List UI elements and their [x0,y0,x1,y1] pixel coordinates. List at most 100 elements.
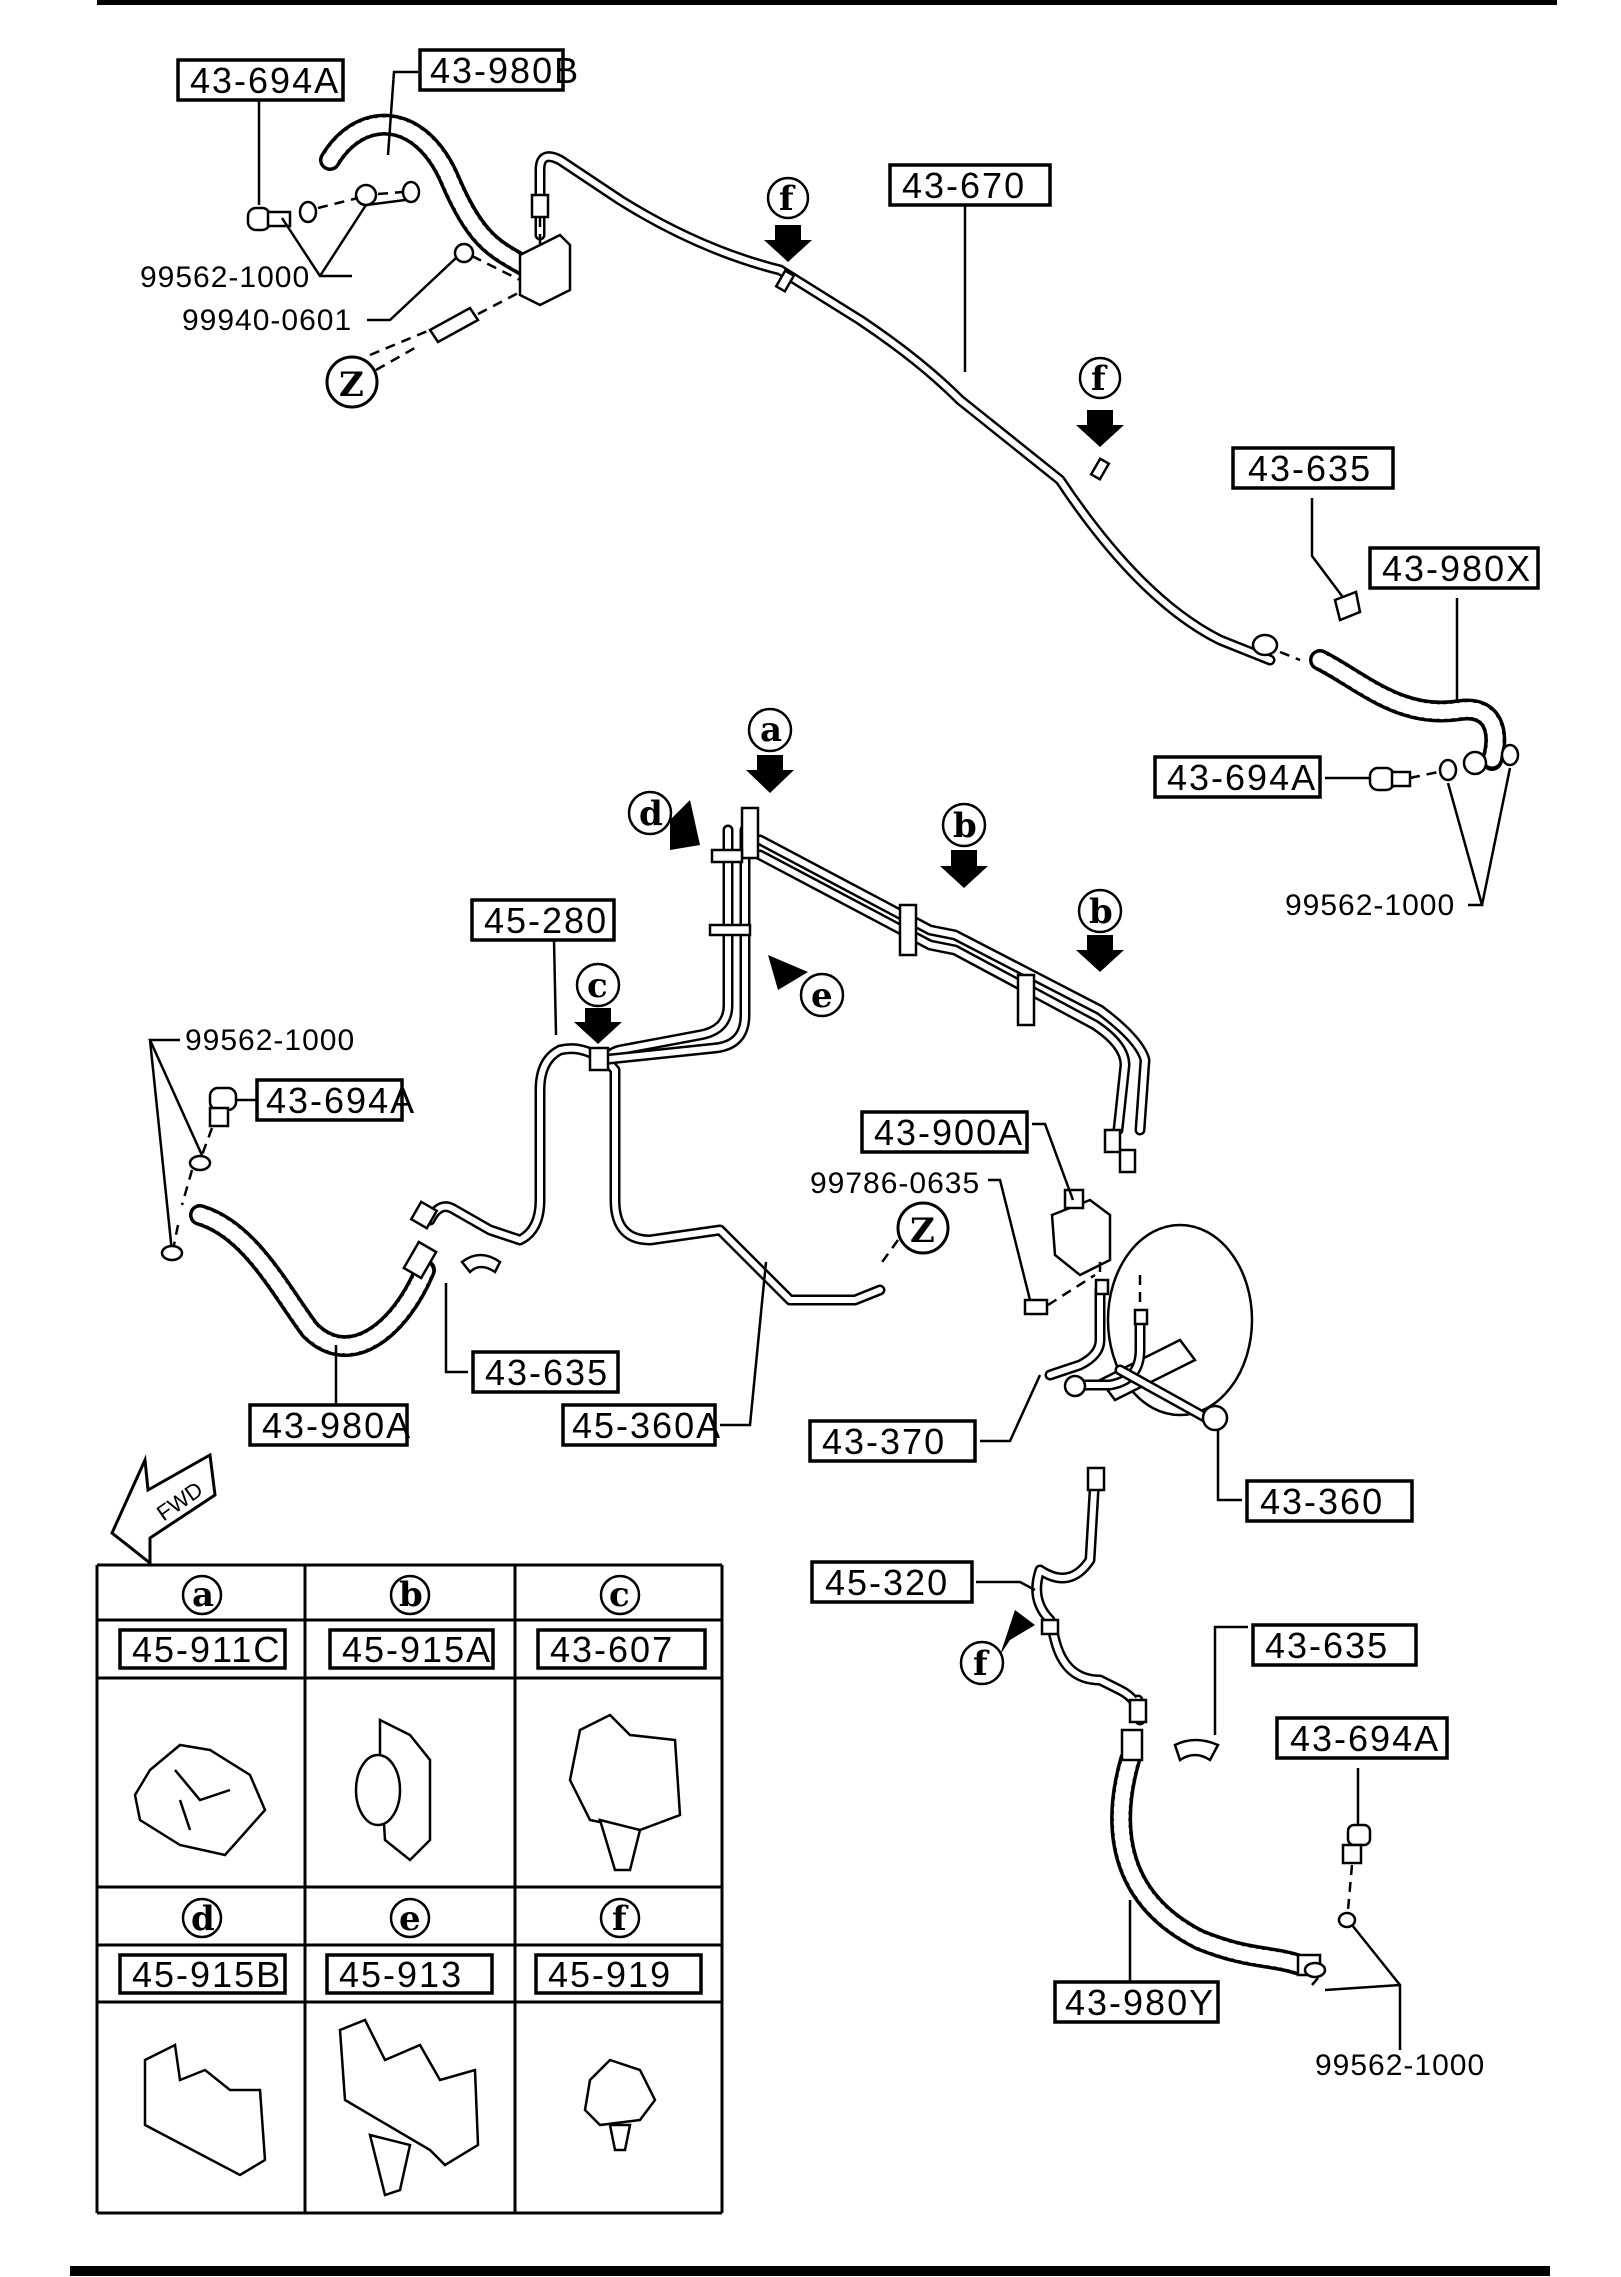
banjo-bolt-icon [1346,1823,1372,1847]
svg-text:a: a [760,710,782,750]
arrow-down-icon [746,755,794,793]
svg-text:43-635: 43-635 [1265,1625,1389,1666]
svg-text:d: d [639,794,663,834]
clip-b-1 [898,903,918,957]
clip-c-callout[interactable]: c [574,962,622,1044]
svg-text:43-694A: 43-694A [1290,1718,1440,1759]
svg-text:45-280: 45-280 [484,900,608,941]
washer-icon [1500,743,1520,767]
label-45-360A[interactable]: 45-360A [561,1403,722,1447]
top-border [97,0,1557,5]
proportioning-valve [1023,1128,1254,1432]
svg-text:43-980A: 43-980A [262,1405,412,1446]
label-43-980X[interactable]: 43-980X [1368,546,1540,590]
label-43-694A-right[interactable]: 43-694A [1153,755,1322,799]
z-callout-mid[interactable]: Z [896,1201,950,1255]
label-45-280[interactable]: 45-280 [470,898,616,942]
label-43-980Y[interactable]: 43-980Y [1053,1980,1220,2024]
label-99562-1000-bottom[interactable]: 99562-1000 [1315,2049,1485,2082]
svg-text:43-694A: 43-694A [190,60,340,101]
clip-legend-table [95,1563,724,2215]
clip-b-2 [1016,973,1036,1027]
clip-c [588,1046,610,1072]
middle-pipe-bundle [424,806,1151,1306]
clip-e [708,923,752,937]
legend-part-43-607: 43-607 [550,1629,674,1670]
clip-43-635-top [1333,590,1362,622]
label-43-670[interactable]: 43-670 [888,163,1052,207]
clip-d-callout[interactable]: d [627,790,700,850]
clip-f-3 [1040,1618,1060,1636]
label-99562-1000-top[interactable]: 99562-1000 [140,261,310,294]
label-43-694A-bottom[interactable]: 43-694A [1275,1716,1449,1760]
clip-e-callout[interactable]: e [768,955,845,1018]
legend-cell-f: f 45-919 [534,1897,703,2152]
arrow-down-icon [1076,935,1124,972]
label-43-635-top[interactable]: 43-635 [1231,446,1395,490]
svg-text:a: a [192,1575,214,1615]
legend-part-45-915B: 45-915B [132,1954,282,1995]
svg-text:43-980X: 43-980X [1382,548,1532,589]
svg-text:43-360: 43-360 [1260,1481,1384,1522]
svg-text:43-694A: 43-694A [1167,757,1317,798]
svg-text:43-980B: 43-980B [430,50,580,91]
arrow-down-icon [764,225,812,262]
clip-d-icon [143,2043,267,2177]
washer-icon [188,1154,212,1172]
svg-text:e: e [811,976,833,1016]
label-43-370[interactable]: 43-370 [808,1419,977,1463]
legend-cell-a: a 45-911C [118,1574,287,1857]
label-43-635-left[interactable]: 43-635 [471,1350,620,1394]
svg-text:43-370: 43-370 [822,1421,946,1462]
label-43-980B[interactable]: 43-980B [418,48,580,92]
clip-d [710,848,744,864]
label-43-980A[interactable]: 43-980A [248,1403,412,1447]
legend-cell-c: c 43-607 [536,1574,707,1872]
label-43-900A[interactable]: 43-900A [860,1110,1029,1154]
svg-text:f: f [612,1899,629,1939]
label-45-320[interactable]: 45-320 [810,1560,974,1604]
svg-text:d: d [191,1899,215,1939]
clip-a [740,806,760,860]
valve-bolt-icon [1023,1298,1049,1316]
z-callout-top[interactable]: Z [325,355,379,409]
svg-text:43-900A: 43-900A [874,1112,1024,1153]
label-43-635-bottom[interactable]: 43-635 [1251,1623,1418,1667]
legend-cell-e: e 45-913 [325,1897,494,2197]
washer-icon [401,180,421,204]
label-43-694A-top[interactable]: 43-694A [176,58,345,102]
legend-cell-b: b 45-915A [328,1574,495,1862]
svg-text:45-320: 45-320 [825,1562,949,1603]
clip-f-callout-1[interactable]: f [764,176,812,262]
svg-text:f: f [973,1644,990,1684]
label-99562-1000-right[interactable]: 99562-1000 [1285,889,1455,922]
banjo-bolt-icon [1368,766,1396,792]
svg-text:b: b [953,806,977,846]
svg-text:43-694A: 43-694A [266,1080,416,1121]
label-43-694A-left[interactable]: 43-694A [255,1078,416,1122]
arrow-down-icon [1076,410,1124,447]
svg-text:43-670: 43-670 [902,165,1026,206]
clip-b-callout-2[interactable]: b [1076,888,1124,972]
clip-f-2 [1089,456,1111,482]
svg-text:Z: Z [339,365,364,405]
clip-a-callout[interactable]: a [746,707,794,793]
label-99786-0635[interactable]: 99786-0635 [810,1167,980,1200]
arrow-down-icon [574,1008,622,1044]
clip-f-callout-2[interactable]: f [1076,356,1124,447]
clip-c-icon [568,1713,682,1832]
clip-e-icon [338,2018,480,2167]
arrow-icon [768,955,808,990]
svg-text:f: f [1091,359,1108,399]
svg-text:43-635: 43-635 [1248,448,1372,489]
label-99940-0601[interactable]: 99940-0601 [182,304,352,337]
clip-b-callout-1[interactable]: b [940,802,988,888]
label-43-360[interactable]: 43-360 [1245,1479,1414,1523]
front-left-hose-assembly [246,113,1276,666]
svg-text:43-980Y: 43-980Y [1065,1982,1215,2023]
clip-f-callout-3[interactable]: f [959,1610,1035,1686]
legend-part-45-915A: 45-915A [342,1629,492,1670]
washer-icon [1303,1961,1327,1979]
label-99562-1000-left[interactable]: 99562-1000 [185,1024,355,1057]
